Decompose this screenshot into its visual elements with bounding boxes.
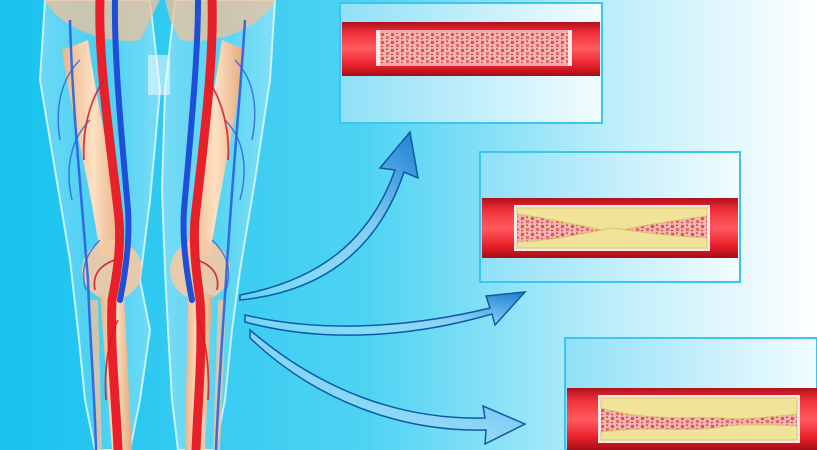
- blood-flow-healthy: [380, 33, 568, 63]
- pubic-area: [148, 55, 170, 95]
- panel-healthy-artery: [340, 3, 602, 123]
- cut-edge-left-healthy: [376, 30, 380, 66]
- panel-partial-plaque: [480, 152, 740, 282]
- cut-edge-right-healthy: [568, 30, 572, 66]
- panel-severe-plaque: [565, 338, 817, 450]
